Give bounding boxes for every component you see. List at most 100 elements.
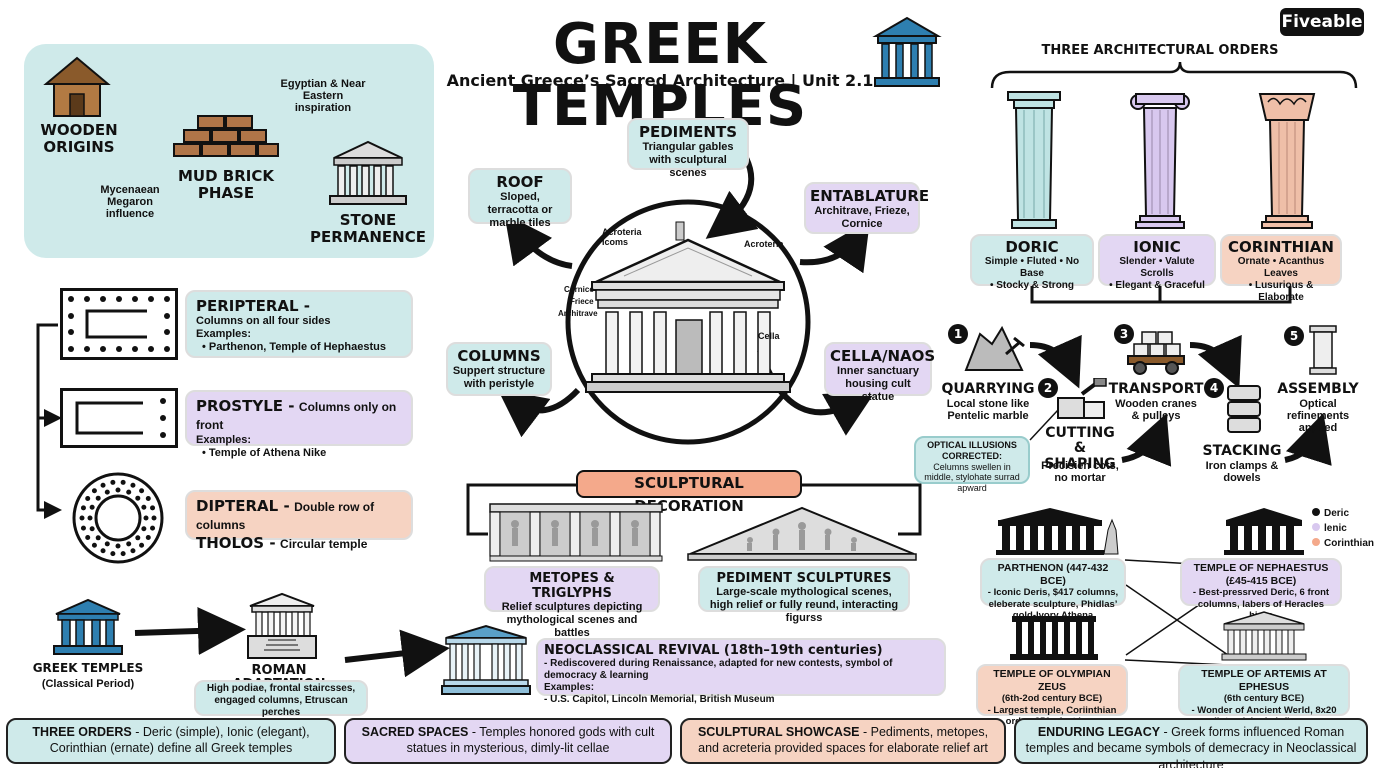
summary-sacred-spaces: SACRED SPACES - Temples honored gods wit… xyxy=(344,718,672,764)
step-5-number: 5 xyxy=(1284,326,1304,346)
summary-sacred-spaces-text: - Temples honored gods with cult statues… xyxy=(406,725,655,756)
optical-title: OPTICAL ILLUSIONS CORRECTED: xyxy=(927,440,1017,461)
mud-brick-icon xyxy=(172,112,280,164)
corinthian-card: CORINTHIAN Ornate • Acanthus Leaves • Lu… xyxy=(1220,234,1342,303)
roof-desc: Sloped, terracotta or marble tiles xyxy=(487,191,553,230)
artemis-card: TEMPLE OF ARTEMIS AT EPHESUS (6th centur… xyxy=(1178,664,1350,727)
tholos-column-dot xyxy=(145,496,151,502)
pediment-sculptures-card: PEDIMENT SCULPTURES Large-scale mytholog… xyxy=(698,566,910,624)
temple-icon xyxy=(872,14,942,90)
egypt-note: Egyptian & Near Eastern inspiration xyxy=(280,78,366,115)
tholos-column-dot xyxy=(143,515,149,521)
tholos-column-dot xyxy=(100,548,106,554)
label-cornice: Cornice xyxy=(564,285,594,294)
summary-sacred-spaces-lead: SACRED SPACES xyxy=(361,725,469,739)
prostyle-ex: • Temple of Athena Nike xyxy=(202,447,327,460)
label-acroteria-icons: Acroteria Icoms xyxy=(602,227,642,247)
step-4-desc: Iron clamps & dowels xyxy=(1205,460,1279,485)
summary-sculptural-showcase: SCULPTURAL SHOWCASE - Pediments, metopes… xyxy=(680,718,1006,764)
columns-title: COLUMNS xyxy=(457,347,541,365)
doric-l1: Simple • Fluted • No Base xyxy=(984,256,1080,279)
tholos-column-dot xyxy=(95,495,101,501)
ionic-column-icon xyxy=(1128,90,1192,230)
fiveable-logo[interactable]: Fiveable xyxy=(1280,8,1364,36)
cella-desc: Inner sanctuary housing cult statue xyxy=(837,365,919,404)
tholos-column-dot xyxy=(80,505,86,511)
step-4-number: 4 xyxy=(1204,378,1224,398)
tholos-column-dot xyxy=(120,479,126,485)
summary-sculptural-lead: SCULPTURAL SHOWCASE xyxy=(697,725,860,739)
mycenaean-note: Mycenaean Megaron influence xyxy=(100,184,160,221)
tholos-column-dot xyxy=(150,505,156,511)
metopes-title: METOPES & TRIGLYPHS xyxy=(529,571,615,601)
legend-doric: Deric xyxy=(1312,506,1376,521)
parthenon-silhouette xyxy=(996,506,1120,556)
tholos-column-dot xyxy=(110,551,116,557)
roman-desc: High podiae, frontal staircsses, engaged… xyxy=(206,683,356,718)
peripteral-title: PERIPTERAL - xyxy=(196,297,311,315)
summary-legacy-text: - Greek forms influenced Roman temples a… xyxy=(1025,725,1357,768)
artemis-title: TEMPLE OF ARTEMIS AT EPHESUS xyxy=(1201,668,1327,693)
tholos-column-dot xyxy=(80,525,86,531)
doric-card: DORIC Simple • Fluted • No Base • Stocky… xyxy=(970,234,1094,291)
tholos-title: THOLOS - xyxy=(196,534,276,552)
neo-desc: - Rediscovered during Renaissance, adapt… xyxy=(544,658,893,681)
tholos-column-dot xyxy=(139,542,145,548)
doric-column-icon xyxy=(1004,90,1064,230)
summary-enduring-legacy: ENDURING LEGACY - Greek forms influenced… xyxy=(1014,718,1368,768)
tholos-column-dot xyxy=(150,525,156,531)
pediment-sculptures-desc: Large-scale mythological scenes, high re… xyxy=(709,586,899,625)
tholos-column-dot xyxy=(115,543,121,549)
wooden-hut-icon xyxy=(42,54,112,120)
legacy-greek-sub: (Classical Period) xyxy=(41,678,135,690)
tholos-column-dot xyxy=(126,489,132,495)
tholos-desc: Circular temple xyxy=(280,537,368,551)
sculptural-title: SCULPTURAL DECORATION xyxy=(576,470,802,515)
prostyle-card: PROSTYLE - Columns only on front Example… xyxy=(185,390,413,459)
peripteral-plan-icon xyxy=(60,288,178,360)
tholos-column-dot xyxy=(145,534,151,540)
tholos-column-dot xyxy=(120,551,126,557)
tholos-column-dot xyxy=(104,541,110,547)
tholos-column-dot xyxy=(89,504,95,510)
tholos-column-dot xyxy=(91,542,97,548)
artemis-sub: (6th century BCE) xyxy=(1223,693,1305,705)
step-5-title: ASSEMBLY xyxy=(1277,381,1359,397)
tholos-column-dot xyxy=(151,515,157,521)
entablature-desc: Architrave, Frieze, Cornice xyxy=(814,205,910,231)
stone-temple-icon xyxy=(328,138,408,208)
parthenon-desc: - Iconic Deris, $417 columns, eleberate … xyxy=(987,587,1119,621)
parthenon-title: PARTHENON (447-432 BCE) xyxy=(997,562,1109,587)
prostyle-title: PROSTYLE - xyxy=(196,397,295,415)
label-cella: Cella xyxy=(758,331,780,341)
peripteral-desc: Columns on all four sides xyxy=(196,315,331,327)
neo-ex-label: Examples: xyxy=(544,682,595,693)
step-1-title: QUARRYING xyxy=(941,381,1035,397)
cutting-block-icon xyxy=(1054,377,1110,424)
step-3-number: 3 xyxy=(1114,324,1134,344)
metopes-card: METOPES & TRIGLYPHS Relief sculptures de… xyxy=(484,566,660,639)
tholos-column-dot xyxy=(95,535,101,541)
transport-cart-icon xyxy=(1124,328,1188,376)
tholos-column-dot xyxy=(104,489,110,495)
step-2-title: CUTTING & SHAPING xyxy=(1044,425,1116,472)
tholos-plan-icon xyxy=(70,470,166,566)
label-architrave: Architrave xyxy=(558,309,598,318)
cella-title: CELLA/NAOS xyxy=(830,347,936,365)
tholos-column-dot xyxy=(100,482,106,488)
artemis-silhouette xyxy=(1220,610,1308,662)
hephaestus-silhouette xyxy=(1224,506,1304,556)
tholos-column-dot xyxy=(110,479,116,485)
mud-brick-label: MUD BRICK PHASE xyxy=(178,167,274,202)
tholos-column-dot xyxy=(130,482,136,488)
arrow-entablature xyxy=(799,220,870,274)
arrow-roof xyxy=(504,213,573,269)
quarry-rock-icon xyxy=(962,324,1026,374)
columns-desc: Suppert structure with peristyle xyxy=(452,365,546,391)
tholos-column-dot xyxy=(87,515,93,521)
dipteral-title: DIPTERAL - xyxy=(196,497,290,515)
parthenon-card: PARTHENON (447-432 BCE) - Iconic Deris, … xyxy=(980,558,1126,621)
step-3-title: TRANSPORT xyxy=(1108,381,1204,397)
stacked-drums-icon xyxy=(1224,380,1264,440)
summary-three-orders-text: - Deric (simple), Ionic (elegant), Corin… xyxy=(49,725,310,756)
